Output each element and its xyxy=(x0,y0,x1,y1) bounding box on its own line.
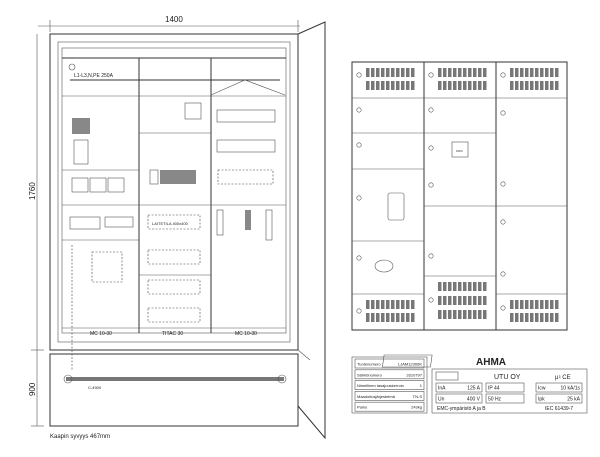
door-lock-icon xyxy=(356,72,362,78)
door-lock-icon xyxy=(500,219,506,225)
nameplate-cell xyxy=(535,382,583,393)
spec-value: 3310797 xyxy=(406,372,422,377)
bottom-label-middle: TITAC 30 xyxy=(162,331,183,337)
nameplate-cell-label: Ipk xyxy=(538,397,545,403)
door-lock-icon xyxy=(500,72,506,78)
nameplate-cell xyxy=(485,382,525,393)
plate-label: LAITETILA 400x400 xyxy=(152,221,189,226)
depth-note: Kaapin syvyys 467mm xyxy=(50,434,110,440)
spec-label: Sähkönumero xyxy=(357,372,383,377)
height-label: 1760 xyxy=(28,182,37,200)
door-lock-icon xyxy=(356,308,362,314)
spec-label: Tuotenumero xyxy=(357,362,381,367)
spec-label: Maadoitusjärjestelmä xyxy=(357,394,396,399)
spec-row xyxy=(354,380,425,390)
certification-marks: µ♮ CE xyxy=(555,374,571,381)
spec-row xyxy=(354,391,425,401)
spec-value: 1 xyxy=(420,383,423,388)
door-lock-icon xyxy=(428,145,434,151)
width-label: 1400 xyxy=(165,15,183,24)
door-lock-icon xyxy=(356,107,362,113)
nameplate-cell-label: InA xyxy=(438,386,446,392)
door-lock-icon xyxy=(500,305,506,311)
door-lock-icon xyxy=(428,297,434,303)
plinth-label: C-4900 xyxy=(88,385,102,390)
vent-grille xyxy=(510,68,559,90)
spec-value: 243kg xyxy=(411,405,422,410)
spec-row xyxy=(354,369,425,380)
company-name: UTU OY xyxy=(494,374,521,381)
busbar-label: L1-L3,N,PE 250A xyxy=(74,73,114,79)
nameplate-cell-value: 25 kA xyxy=(567,397,580,403)
nameplate-cell-value: 10 kA/1s xyxy=(561,386,581,392)
nameplate: AHMA UTU OY µ♮ CE InA 125 A IP 44 Icw 10 kA/… xyxy=(382,354,588,414)
middle-devices: LAITETILA 400x400 xyxy=(147,102,202,323)
right-devices xyxy=(216,109,276,241)
nameplate-cell xyxy=(435,393,483,404)
nameplate-cell-label: Un xyxy=(438,397,445,403)
door-lock-icon xyxy=(500,271,506,277)
spec-label: Nimellinen tasajuuskerroin xyxy=(357,383,404,388)
left-devices xyxy=(69,118,134,370)
bottom-label-right: MC 10-30 xyxy=(235,331,257,337)
meter-label: KWh xyxy=(456,149,463,153)
door-lock-icon xyxy=(356,255,362,261)
height-dimension: 1760 900 xyxy=(28,34,44,427)
nameplate-cell-value: 400 V xyxy=(467,397,481,403)
nameplate-cell-label: Icw xyxy=(538,386,546,392)
emc-label: EMC-ympäristö A ja B xyxy=(437,406,486,412)
spec-table: Tuotenumero LJAM12306K Sähkönumero 3310797N… xyxy=(351,356,428,414)
spec-value: LJAM12306K xyxy=(398,362,422,367)
door-lock-icon xyxy=(356,195,362,201)
door-lock-icon xyxy=(428,107,434,113)
door-lock-icon xyxy=(500,181,506,187)
brand-logo: AHMA xyxy=(476,357,506,368)
vent-grille xyxy=(366,300,415,322)
vent-grille xyxy=(438,68,487,90)
vent-grille xyxy=(438,282,487,291)
spec-row xyxy=(354,401,425,412)
nameplate-cell xyxy=(435,382,483,393)
cabinet-front-view: KWh xyxy=(351,61,568,331)
nameplate-cell-value: 125 A xyxy=(467,386,480,392)
door-lock-icon xyxy=(428,253,434,259)
spec-label: Paino xyxy=(357,405,368,410)
door-lock-icon xyxy=(428,72,434,78)
door-lock-icon xyxy=(428,182,434,188)
door-lock-icon xyxy=(500,110,506,116)
standard-label: IEC 61439-7 xyxy=(545,406,573,412)
vent-grille xyxy=(510,300,559,322)
nameplate-cell-label: IP 44 xyxy=(488,386,500,392)
vent-grille xyxy=(366,68,415,90)
door-lock-icon xyxy=(356,142,362,148)
nameplate-cell-label: 50 Hz xyxy=(488,397,502,403)
plinth-height-label: 900 xyxy=(28,382,37,396)
spec-value: TN-S xyxy=(413,394,423,399)
plinth: C-4900 Kaapin syvyys 467mm xyxy=(49,353,299,440)
nameplate-cell xyxy=(535,393,583,404)
bottom-label-left: MC 10-30 xyxy=(90,331,112,337)
vent-grille xyxy=(438,296,487,305)
width-dimension: 1400 xyxy=(38,15,300,32)
cabinet-side-view: L1-L3,N,PE 250A LAITETILA 400x4 xyxy=(49,21,326,440)
spec-row xyxy=(354,358,425,369)
nameplate-cell xyxy=(485,393,525,404)
vent-grille xyxy=(438,310,487,319)
